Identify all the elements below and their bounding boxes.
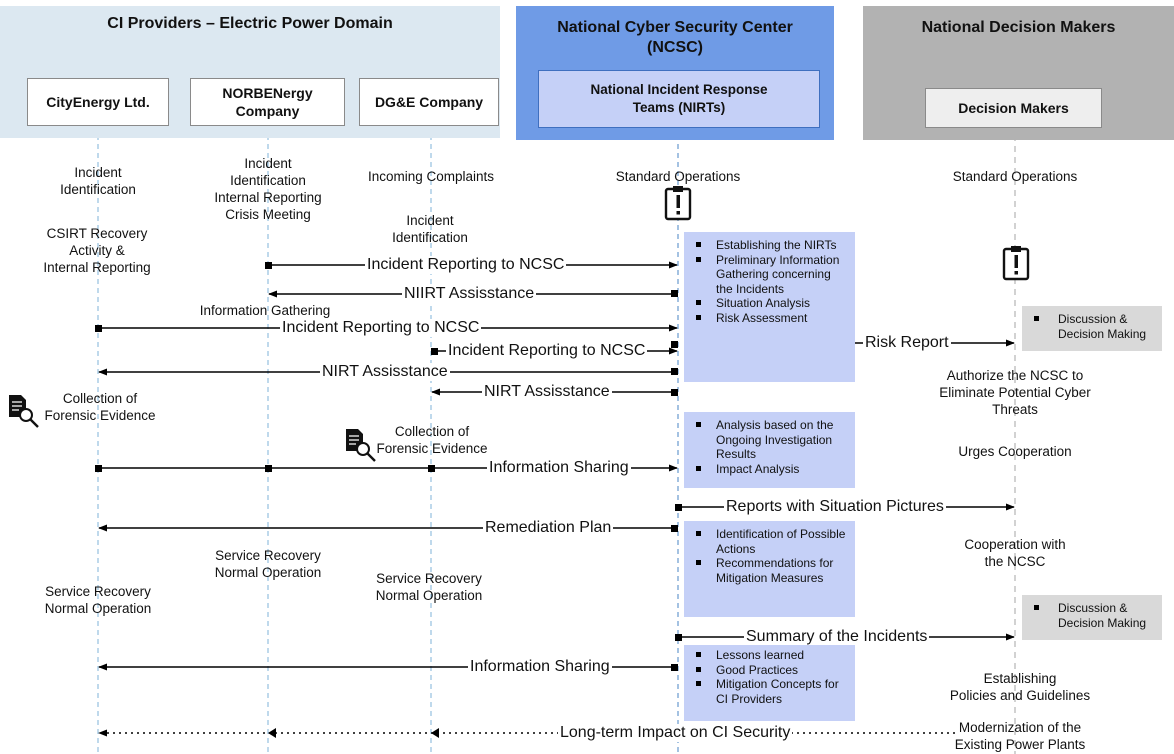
message-label-m7: NIRT Assisstance (482, 383, 612, 401)
message-label-m1: Incident Reporting to NCSC (365, 256, 567, 274)
message-label-m8: Information Sharing (487, 459, 631, 477)
ncsc-title: National Cyber Security Center (NCSC) (557, 19, 793, 56)
note-item: Lessons learned (694, 648, 849, 663)
note-item: Risk Assessment (694, 311, 849, 326)
activity-note-1: Establishing the NIRTs Preliminary Infor… (684, 232, 855, 382)
note-item: Preliminary Information Gathering concer… (694, 253, 849, 297)
activity-note-4: Lessons learned Good Practices Mitigatio… (684, 645, 855, 721)
message-label-m3: Incident Reporting to NCSC (280, 319, 482, 337)
alert-clipboard-icon (664, 184, 692, 221)
activity-note-3: Identification of Possible Actions Recom… (684, 521, 855, 617)
note-item: Discussion & Decision Making (1032, 601, 1154, 631)
message-label-m4: Incident Reporting to NCSC (446, 342, 648, 360)
decision-note-1: Discussion & Decision Making (1022, 306, 1162, 351)
lifelines (97, 135, 1016, 754)
message-label-m10: Remediation Plan (483, 519, 614, 537)
message-label-m6: NIRT Assisstance (320, 363, 450, 381)
label-dm-modernization: Modernization of the Existing Power Plan… (954, 720, 1086, 752)
nirts-box: National Incident Response Teams (NIRTs) (538, 70, 820, 128)
note-item: Mitigation Concepts for CI Providers (694, 677, 849, 706)
label-dm-urges: Urges Cooperation (958, 444, 1072, 459)
message-label-m5: Risk Report (863, 334, 951, 352)
label-norbe-service: Service Recovery Normal Operation (214, 548, 322, 580)
decision-makers-box: Decision Makers (925, 88, 1102, 128)
label-dge-complaints: Incoming Complaints (367, 169, 495, 184)
label-ncsc-standard: Standard Operations (615, 169, 741, 184)
message-label-m12: Information Sharing (468, 658, 612, 676)
label-dm-authorize: Authorize the NCSC to Eliminate Potentia… (939, 368, 1091, 417)
note-item: Establishing the NIRTs (694, 238, 849, 253)
arrow-m13-head-dge (431, 728, 439, 738)
decision-note-2: Discussion & Decision Making (1022, 595, 1162, 640)
label-dm-policies: Establishing Policies and Guidelines (949, 671, 1091, 703)
label-norbe-info-gathering: Information Gathering (199, 303, 331, 318)
activity-note-2: Analysis based on the Ongoing Investigat… (684, 412, 855, 488)
note-item: Discussion & Decision Making (1032, 312, 1154, 342)
label-dge-incident: Incident Identification (392, 213, 468, 245)
label-dge-service: Service Recovery Normal Operation (375, 571, 483, 603)
actor-box-cityenergy: CityEnergy Ltd. (27, 78, 169, 126)
label-city-csirt: CSIRT Recovery Activity & Internal Repor… (43, 226, 151, 275)
label-city-service: Service Recovery Normal Operation (44, 584, 152, 616)
label-norbe-incident: Incident Identification Internal Reporti… (214, 156, 322, 222)
note-item: Impact Analysis (694, 462, 849, 477)
arrow-m13-head-norbe (268, 728, 276, 738)
label-city-forensic: Collection of Forensic Evidence (44, 391, 156, 423)
note-item: Good Practices (694, 663, 849, 678)
note-item: Recommendations for Mitigation Measures (694, 556, 849, 585)
note-item: Analysis based on the Ongoing Investigat… (694, 418, 849, 462)
label-dm-standard: Standard Operations (952, 169, 1078, 184)
decision-makers-title: National Decision Makers (921, 19, 1116, 36)
label-city-incident: Incident Identification (60, 165, 136, 197)
actor-box-norbe: NORBENergy Company (190, 78, 345, 126)
message-label-m11: Summary of the Incidents (744, 628, 930, 646)
label-dge-forensic: Collection of Forensic Evidence (376, 424, 488, 456)
label-dm-cooperation: Cooperation with the NCSC (964, 537, 1066, 569)
note-item: Identification of Possible Actions (694, 527, 849, 556)
message-label-m9: Reports with Situation Pictures (724, 498, 946, 516)
actor-box-dge: DG&E Company (359, 78, 499, 126)
message-endpoints (95, 262, 682, 671)
ci-providers-title: CI Providers – Electric Power Domain (107, 15, 393, 32)
note-item: Situation Analysis (694, 296, 849, 311)
message-label-m13: Long-term Impact on CI Security (558, 724, 793, 742)
message-label-m2: NIIRT Assisstance (402, 285, 537, 303)
alert-clipboard-icon (1002, 244, 1030, 281)
